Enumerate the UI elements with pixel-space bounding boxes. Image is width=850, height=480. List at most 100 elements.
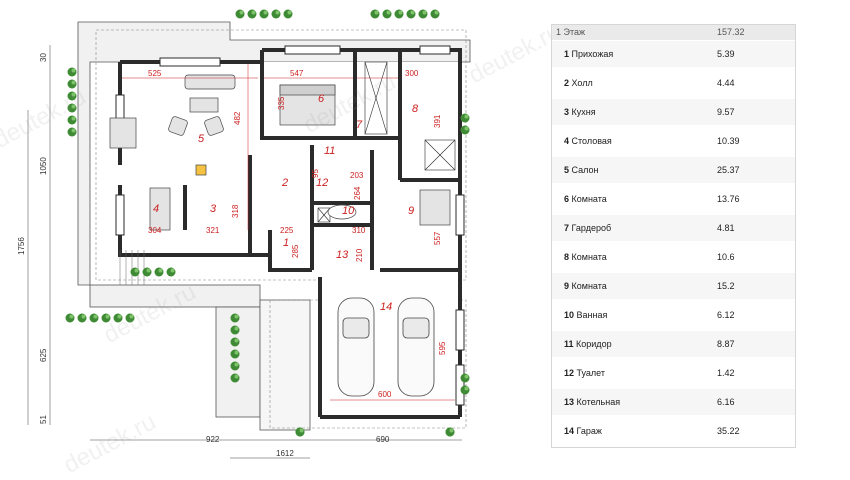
dim-30: 30 xyxy=(39,53,48,62)
shrub xyxy=(271,9,281,19)
room-name: 3 Кухня xyxy=(564,107,596,117)
shrub xyxy=(283,9,293,19)
total-area: 157.32 xyxy=(717,27,745,37)
shrub xyxy=(235,9,245,19)
shrub-highlight xyxy=(464,374,469,379)
shrub xyxy=(259,9,269,19)
dim-625: 625 xyxy=(39,348,48,362)
shrub xyxy=(460,113,470,123)
greenery xyxy=(65,9,470,437)
shrub-highlight xyxy=(374,10,379,15)
room-label: Коридор xyxy=(576,339,612,349)
table-header: 1 Этаж 157.32 xyxy=(552,25,795,40)
shrub xyxy=(67,115,77,125)
room-number-10: 10 xyxy=(342,205,355,217)
dim-95: 95 xyxy=(311,169,320,178)
shrub xyxy=(67,127,77,137)
shrub xyxy=(125,313,135,323)
shrub-highlight xyxy=(93,314,98,319)
shrub-highlight xyxy=(398,10,403,15)
room-number: 12 xyxy=(564,368,575,378)
room-label: Комната xyxy=(571,252,607,262)
dim-525: 525 xyxy=(148,69,162,78)
room-number: 11 xyxy=(564,339,574,349)
room-number: 9 xyxy=(564,281,570,291)
shrub xyxy=(77,313,87,323)
dim-557: 557 xyxy=(433,231,442,245)
shrub-highlight xyxy=(434,10,439,15)
room-number: 2 xyxy=(564,78,570,88)
room-number-7: 7 xyxy=(356,119,363,131)
room-area: 25.37 xyxy=(717,165,740,175)
dim-264: 264 xyxy=(353,186,362,200)
dim-51: 51 xyxy=(39,415,48,424)
shrub-highlight xyxy=(71,116,76,121)
room-area: 15.2 xyxy=(717,281,735,291)
shrub xyxy=(445,427,455,437)
room-area: 6.16 xyxy=(717,397,735,407)
room-number-13: 13 xyxy=(336,249,349,261)
shrub-highlight xyxy=(239,10,244,15)
shrub xyxy=(67,79,77,89)
room-area: 9.57 xyxy=(717,107,735,117)
dim-310: 310 xyxy=(352,226,366,235)
shrub-highlight xyxy=(275,10,280,15)
dim-922: 922 xyxy=(206,435,220,444)
room-number: 6 xyxy=(564,194,570,204)
furniture xyxy=(109,74,451,231)
room-number-12: 12 xyxy=(316,177,328,189)
shrub xyxy=(406,9,416,19)
shrub xyxy=(230,373,240,383)
shrub-highlight xyxy=(146,268,151,273)
room-number-9: 9 xyxy=(408,205,414,217)
room-number-6: 6 xyxy=(318,93,325,105)
room-area: 5.39 xyxy=(717,49,735,59)
room-label: Гараж xyxy=(576,426,602,436)
room-area: 8.87 xyxy=(717,339,735,349)
room-name: 8 Комната xyxy=(564,252,607,262)
shrub xyxy=(65,313,75,323)
shrub xyxy=(460,125,470,135)
room-name: 5 Салон xyxy=(564,165,598,175)
shrub-highlight xyxy=(71,104,76,109)
shrub-highlight xyxy=(81,314,86,319)
dim-285: 285 xyxy=(291,244,300,258)
shrub-highlight xyxy=(234,350,239,355)
room-area: 13.76 xyxy=(717,194,740,204)
table-row: 6 Комната 13.76 xyxy=(552,185,795,212)
shrub-highlight xyxy=(134,268,139,273)
shrub xyxy=(154,267,164,277)
dim-1756: 1756 xyxy=(17,237,26,255)
dim-210: 210 xyxy=(355,248,364,262)
room-label: Комната xyxy=(571,194,607,204)
room-label: Ванная xyxy=(576,310,608,320)
room-name: 10 Ванная xyxy=(564,310,607,320)
shrub-highlight xyxy=(234,326,239,331)
shrub xyxy=(394,9,404,19)
shrub xyxy=(67,67,77,77)
dim-321: 321 xyxy=(206,226,220,235)
shrub-highlight xyxy=(234,374,239,379)
shrub-highlight xyxy=(71,80,76,85)
table-row: 11 Коридор 8.87 xyxy=(552,330,795,357)
dim-600: 600 xyxy=(378,390,392,399)
room-name: 11 Коридор xyxy=(564,339,612,349)
outer-dimension-lines xyxy=(27,45,462,459)
dim-335: 335 xyxy=(277,96,286,110)
room-area: 1.42 xyxy=(717,368,735,378)
shrub xyxy=(382,9,392,19)
room-number-14: 14 xyxy=(380,301,392,313)
shrub-highlight xyxy=(117,314,122,319)
room-area: 4.44 xyxy=(717,78,735,88)
room-name: 2 Холл xyxy=(564,78,593,88)
room-number: 7 xyxy=(564,223,570,233)
shrub xyxy=(67,91,77,101)
room-number-5: 5 xyxy=(198,133,205,145)
shrub xyxy=(460,385,470,395)
shrub-highlight xyxy=(71,92,76,97)
